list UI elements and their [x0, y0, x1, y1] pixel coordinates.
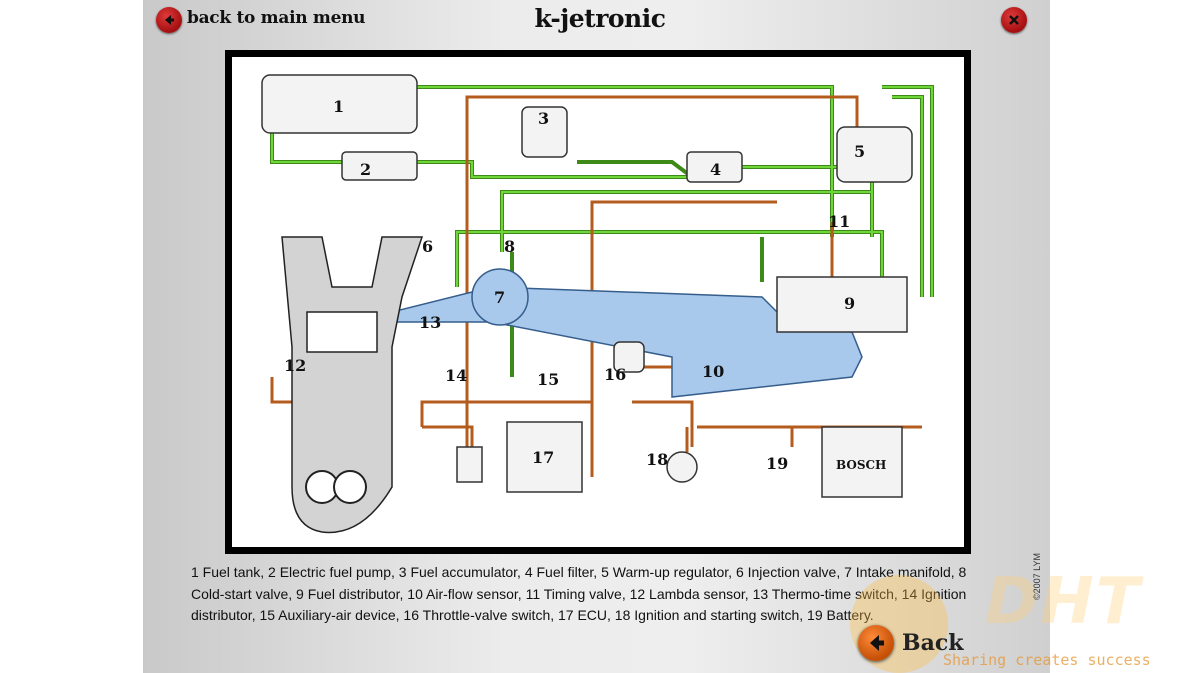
- label-10: 10: [702, 362, 724, 381]
- legend-text: 1 Fuel tank, 2 Electric fuel pump, 3 Fue…: [191, 564, 967, 623]
- close-button[interactable]: [1001, 7, 1027, 33]
- label-16: 16: [604, 365, 626, 384]
- label-3: 3: [538, 109, 549, 128]
- k-jetronic-diagram: 1 2 3 4 5 6 7 8 9 10 11 12 13 14 15 16 1…: [232, 57, 964, 547]
- label-15: 15: [537, 370, 559, 389]
- back-to-main-button[interactable]: [156, 7, 182, 33]
- arrow-left-icon: [870, 635, 884, 651]
- label-19: 19: [766, 454, 788, 473]
- label-11: 11: [828, 212, 850, 231]
- label-7: 7: [494, 288, 505, 307]
- page-title: k-jetronic: [534, 4, 666, 33]
- watermark-slogan: Sharing creates success: [943, 651, 1151, 669]
- label-4: 4: [710, 160, 721, 179]
- close-icon: [1009, 15, 1019, 25]
- label-6: 6: [422, 237, 433, 256]
- watermark-logo: DHT: [985, 565, 1142, 639]
- back-to-main-label[interactable]: back to main menu: [187, 8, 366, 28]
- label-1: 1: [333, 97, 344, 116]
- label-18: 18: [646, 450, 668, 469]
- label-9: 9: [844, 294, 855, 313]
- diagram-svg: 1 2 3 4 5 6 7 8 9 10 11 12 13 14 15 16 1…: [261, 74, 934, 534]
- arrow-left-icon: [165, 15, 174, 25]
- label-2: 2: [360, 160, 371, 179]
- label-13: 13: [419, 313, 441, 332]
- back-button[interactable]: [858, 625, 894, 661]
- label-14: 14: [445, 366, 467, 385]
- copyright-credit: ©2007 LYM: [1032, 553, 1042, 600]
- label-17: 17: [532, 448, 554, 467]
- back-label[interactable]: Back: [902, 630, 964, 656]
- label-12: 12: [284, 356, 306, 375]
- label-5: 5: [854, 142, 865, 161]
- label-8: 8: [504, 237, 515, 256]
- battery-label: BOSCH: [836, 458, 886, 472]
